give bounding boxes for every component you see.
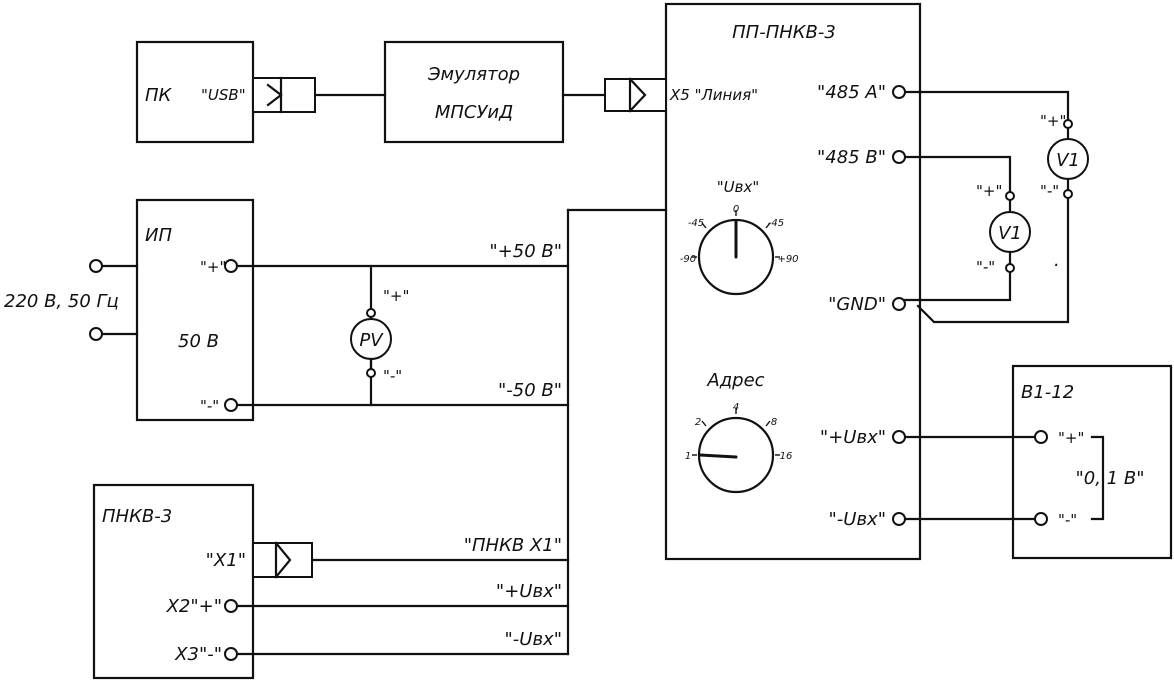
pp-plus-uvx-terminal (892, 430, 906, 444)
address-tick-16: 16 (780, 451, 793, 462)
pv-plus-label: "+" (383, 287, 409, 305)
wire-minus-uvx-label: "-Uвх" (505, 629, 563, 650)
b1-plus-label: "+" (1058, 429, 1084, 447)
address-knob (692, 408, 780, 494)
uvx-tick-minus45: -45 (688, 218, 704, 229)
wire-v1b-gnd (903, 266, 1012, 302)
psu-minus-terminal (224, 398, 238, 412)
psu-plus-label: "+" (200, 258, 226, 276)
v1b-meter: V1 (989, 198, 1031, 266)
pc-usb-connector (252, 76, 316, 114)
v1b-minus-terminal (1005, 263, 1015, 273)
pp-x5-connector (604, 77, 667, 113)
uvx-tick-minus90: -90 (680, 254, 696, 265)
pp-plus-uvx-label: "+Uвх" (820, 427, 886, 448)
psu-minus-label: "-" (200, 397, 219, 415)
uvx-knob (692, 210, 780, 296)
pv-label: PV (359, 330, 384, 351)
pnkv-x1-connector (252, 541, 313, 579)
v1a-minus-label: "-" (1040, 182, 1059, 200)
v1a-plus-label: "+" (1040, 112, 1066, 130)
b1-minus-label: "-" (1058, 511, 1077, 529)
pp-gnd-terminal (892, 297, 906, 311)
address-tick-1: 1 (685, 451, 691, 462)
emulator-line1: Эмулятор (427, 64, 520, 85)
emulator-box (383, 40, 565, 144)
pp-gnd-label: "GND" (828, 294, 886, 315)
wire-plus-uvx-label: "+Uвх" (496, 581, 562, 602)
pnkv-x1-label: "Х1" (206, 550, 246, 571)
wire-485b-v1b (903, 155, 1012, 194)
uvx-tick-0: 0 (733, 204, 739, 215)
pnkv-x2-label: Х2"+" (166, 596, 222, 617)
address-tick-4: 4 (733, 402, 739, 413)
pp-485a-terminal (892, 85, 906, 99)
pc-usb-label: "USB" (201, 86, 246, 104)
plus50-label: "+50 В" (489, 241, 562, 262)
pv-plus-terminal (366, 308, 376, 318)
v1a-minus-terminal (1063, 189, 1073, 199)
uvx-tick-plus90: +90 (777, 254, 798, 265)
pp-485a-label: "485 А" (817, 82, 886, 103)
v1a-label: V1 (1056, 150, 1080, 171)
b1-plus-terminal (1034, 430, 1048, 444)
uvx-tick-plus45: -45 (768, 218, 784, 229)
pp-title: ПП-ПНКВ-3 (732, 22, 836, 43)
wire-485a-v1a (903, 90, 1070, 122)
address-knob-label: Адрес (706, 370, 764, 391)
wire-pnkv-x1-label: "ПНКВ Х1" (464, 535, 562, 556)
v1b-plus-terminal (1005, 191, 1015, 201)
stray-dot: . (1054, 250, 1060, 271)
b1-minus-terminal (1034, 512, 1048, 526)
psu-plus-terminal (224, 259, 238, 273)
v1b-plus-label: "+" (976, 182, 1002, 200)
pnkv-x2-terminal (224, 599, 238, 613)
minus50-label: "-50 В" (498, 380, 562, 401)
address-tick-8: 8 (771, 417, 777, 428)
v1a-meter: V1 (1047, 126, 1089, 192)
mains-terminal-1 (89, 259, 103, 273)
pnkv-x3-label: Х3"-" (174, 644, 222, 665)
mains-terminal-2 (89, 327, 103, 341)
v1b-label: V1 (998, 223, 1022, 244)
b1-12-box (1011, 364, 1173, 560)
address-tick-2: 2 (695, 417, 701, 428)
pnkv3-box (92, 483, 255, 680)
pp-minus-uvx-label: "-Uвх" (829, 509, 887, 530)
psu-label: ИП (145, 225, 172, 246)
mains-label: 220 В, 50 Гц (4, 291, 119, 312)
pv-minus-label: "-" (383, 367, 402, 385)
pc-box (135, 40, 255, 144)
pp-minus-uvx-terminal (892, 512, 906, 526)
pnkv-x3-terminal (224, 647, 238, 661)
b1-title: В1-12 (1021, 382, 1074, 403)
pv-minus-terminal (366, 368, 376, 378)
uvx-knob-label: "Uвх" (717, 178, 760, 196)
emulator-line2: МПСУиД (435, 102, 513, 123)
pp-485b-terminal (892, 150, 906, 164)
wire-v1a-gnd (916, 192, 1070, 324)
b1-bracket (1090, 435, 1105, 521)
psu-voltage-label: 50 В (178, 331, 219, 352)
b1-range-label: "0, 1 В" (1076, 468, 1145, 489)
v1b-minus-label: "-" (976, 258, 995, 276)
pv-meter: PV (350, 315, 392, 371)
pp-x5-label: Х5 "Линия" (669, 86, 758, 104)
psu-box (135, 198, 255, 422)
pp-485b-label: "485 В" (817, 147, 886, 168)
pnkv-title: ПНКВ-3 (102, 506, 172, 527)
pc-label: ПК (145, 85, 173, 106)
